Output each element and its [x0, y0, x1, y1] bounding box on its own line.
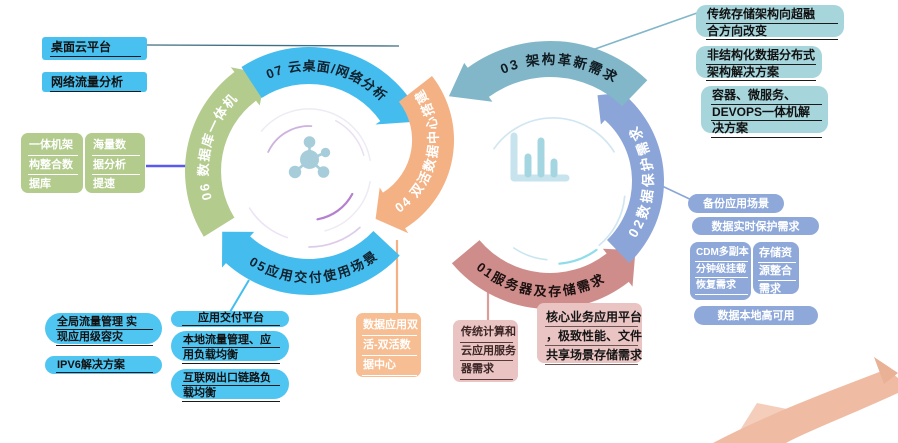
label-line: 器需求 [460, 361, 513, 380]
label-line: 应用交付平台 [182, 311, 280, 327]
decorative-rings [223, 85, 641, 278]
label-box-internet-link: 互联网出口链路负 载均衡 [171, 369, 289, 402]
label-box-aio-database: 一体机架 构整合数 据库 [21, 133, 83, 196]
label-line: 容器、微服务、 [711, 88, 822, 105]
label-box-realtime-protect: 数据实时保护需求 [692, 217, 819, 235]
label-line: 一体机架 [28, 136, 78, 156]
label-line: 载均衡 [182, 386, 280, 402]
label-box-trad-compute: 传统计算和 云应用服务 器需求 [453, 320, 518, 382]
swoosh-band [713, 369, 898, 443]
label-line: 备份应用场景 [703, 198, 769, 210]
label-line: 提速 [92, 175, 140, 196]
label-line: 决方案 [711, 121, 822, 138]
arc-segment-06-database-appliance [184, 67, 266, 237]
label-box-ipv6: IPV6解决方案 [45, 356, 162, 374]
label-line: 数据本地高可用 [717, 310, 795, 322]
label-line: 需求 [758, 281, 796, 300]
arc-segment-05-app-delivery [222, 231, 400, 296]
label-line: 非结构化数据分布式 [706, 48, 816, 65]
label-line: 本地流量管理、应 [182, 333, 280, 349]
label-line: 合方向改变 [706, 24, 838, 41]
hub-icons [288, 132, 570, 182]
arc-segment-03-architecture [448, 40, 648, 107]
label-box-local-ha: 数据本地高可用 [694, 306, 818, 325]
label-box-app-delivery: 应用交付平台 [171, 311, 289, 327]
label-line: 活-双活数 [362, 336, 417, 356]
label-line: 共享场景存储需求 [545, 346, 642, 365]
decor-ring-arc [260, 108, 371, 161]
decor-ring-arc [316, 192, 354, 221]
decor-ring-arc [558, 248, 598, 265]
arc-segment-07-cloud-desktop [241, 47, 421, 125]
bar-chart-icon [510, 132, 570, 182]
swoosh-arrow-tip [874, 357, 898, 384]
label-line: ，极致性能、文件 [545, 327, 642, 346]
label-box-dc-active: 数据应用双 活-双活数 据中心 [356, 313, 421, 377]
label-line: 现应用级容灾 [56, 330, 153, 346]
connector-desktop-cloud [146, 44, 400, 47]
label-line: 传统存储架构向超融 [706, 7, 838, 24]
label-line: 云应用服务 [460, 343, 516, 362]
label-box-storage-transform: 传统存储架构向超融 合方向改变 [696, 5, 844, 41]
label-box-core-business: 核心业务应用平台 ，极致性能、文件 共享场景存储需求 [537, 303, 642, 365]
label-box-network-traffic: 网络流量分析 [42, 72, 147, 92]
label-line: 分钟级挂载 [695, 262, 748, 278]
label-box-backup-scene: 备份应用场景 [688, 194, 784, 213]
label-line: 用负载均衡 [182, 348, 280, 364]
decor-ring-arc [308, 226, 361, 248]
label-line: 全局流量管理 实 [56, 315, 153, 331]
arc-segment-01-server-storage [451, 240, 636, 310]
label-line: 网络流量分析 [50, 75, 141, 92]
decor-ring-arc [324, 181, 371, 232]
label-line: 桌面云平台 [50, 40, 141, 57]
label-box-global-traffic: 全局流量管理 实 现应用级容灾 [45, 313, 162, 346]
connector-app-delivery [229, 279, 250, 313]
label-line: 存储资 [758, 245, 796, 264]
decor-ring-arc [493, 117, 615, 153]
label-line: 据中心 [362, 356, 417, 376]
label-line: 数据应用双 [362, 316, 418, 336]
label-box-unstructured: 非结构化数据分布式 架构解决方案 [696, 46, 822, 82]
label-line: 据库 [28, 175, 78, 196]
label-box-mass-data: 海量数 据分析 提速 [85, 133, 145, 196]
label-line: 架构解决方案 [706, 65, 816, 82]
arc-segment-02-data-protection [597, 91, 665, 263]
label-line: DEVOPS一体机解 [711, 105, 822, 122]
decor-ring-arc [598, 195, 626, 247]
decor-ring-arc [335, 119, 365, 157]
right-hub-circle [465, 102, 641, 278]
decor-ring-arc [513, 247, 548, 261]
arc-segment-04-active-active-dc [375, 76, 455, 234]
label-line: CDM多副本 [695, 245, 749, 262]
label-box-local-traffic: 本地流量管理、应 用负载均衡 [171, 331, 289, 364]
label-line: 互联网出口链路负 [182, 371, 280, 387]
label-box-desktop-cloud: 桌面云平台 [42, 37, 147, 60]
label-line: 恢复需求 [695, 278, 748, 295]
label-box-cdm-recovery: CDM多副本 分钟级挂载 恢复需求 [690, 242, 751, 300]
label-line: 海量数 [92, 136, 140, 156]
label-line: 构整合数 [28, 156, 78, 176]
connector-lines [146, 12, 698, 321]
label-box-storage-integration: 存储资 源整合 需求 [753, 242, 799, 300]
label-line: 据分析 [92, 156, 140, 176]
label-line: 数据实时保护需求 [711, 221, 800, 233]
decor-ring-arc [248, 207, 289, 239]
label-line: 核心业务应用平台 [545, 308, 642, 327]
label-box-container-devops: 容器、微服务、 DEVOPS一体机解 决方案 [701, 86, 828, 138]
connector-storage-transform [577, 12, 698, 56]
swoosh-ribbon [713, 357, 898, 443]
label-line: 源整合 [758, 263, 796, 282]
label-line: 传统计算和 [460, 324, 516, 343]
molecule-icon [288, 136, 331, 179]
decor-ring-arc [267, 125, 313, 153]
left-hub-circle [223, 85, 395, 257]
label-line: IPV6解决方案 [56, 358, 153, 374]
